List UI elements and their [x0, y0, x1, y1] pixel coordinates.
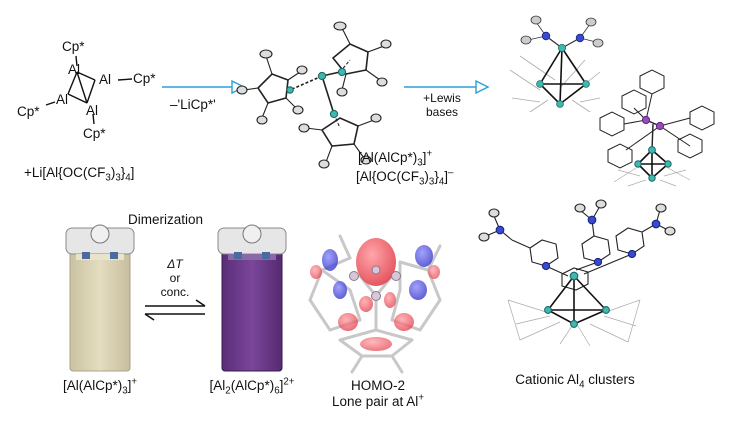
- reaction-arrow-2: [404, 79, 490, 95]
- cluster-caption: Cationic Al4 clusters: [515, 372, 635, 391]
- equilibrium-condition-1: ΔT: [167, 257, 183, 271]
- cation-crystal-structure: [236, 21, 392, 169]
- lewis-base-cluster-2: [599, 69, 715, 187]
- cation-formula: [Al(AlCp*)3]+: [358, 148, 433, 169]
- homo-orbital-plot: [308, 234, 442, 374]
- arrow2-label-line1: +Lewis: [423, 91, 461, 105]
- cationic-al4-cluster: [478, 199, 676, 347]
- arrow1-label: –'LiCp*': [170, 97, 216, 112]
- cp-right-label: Cp*: [133, 71, 156, 86]
- al-right-label: Al: [99, 72, 112, 87]
- cp-left-label: Cp*: [17, 104, 40, 119]
- al-bottom-label: Al: [86, 103, 99, 118]
- equilibrium-condition-3: conc.: [160, 285, 190, 299]
- vial-right: [217, 224, 287, 372]
- equilibrium-condition-2: or: [169, 271, 181, 285]
- reaction-arrow-1: [162, 79, 246, 95]
- anion-formula: [Al{OC(CF3)3}4]–: [356, 167, 454, 188]
- cp-bottom-label: Cp*: [83, 126, 106, 141]
- lewis-base-cluster-1: [509, 15, 604, 113]
- left-vial-label: [Al(AlCp*)3]+: [62, 376, 138, 397]
- homo-subtitle: Lone pair at Al+: [331, 392, 424, 409]
- al-top-label: Al: [68, 62, 81, 77]
- dimerization-title: Dimerization: [128, 212, 204, 227]
- vial-left: [65, 224, 135, 372]
- right-vial-label: [Al2(AlCp*)6]2+: [209, 376, 295, 397]
- reagent-label: +Li[Al{OC(CF3)3}4]: [24, 165, 135, 184]
- al-left-label: Al: [56, 92, 69, 107]
- arrow2-label-line2: bases: [425, 105, 459, 119]
- equilibrium-arrows: [144, 299, 206, 321]
- cp-top-label: Cp*: [62, 39, 85, 54]
- al4-core-bonds: [45, 55, 133, 125]
- homo-title: HOMO-2: [351, 378, 405, 393]
